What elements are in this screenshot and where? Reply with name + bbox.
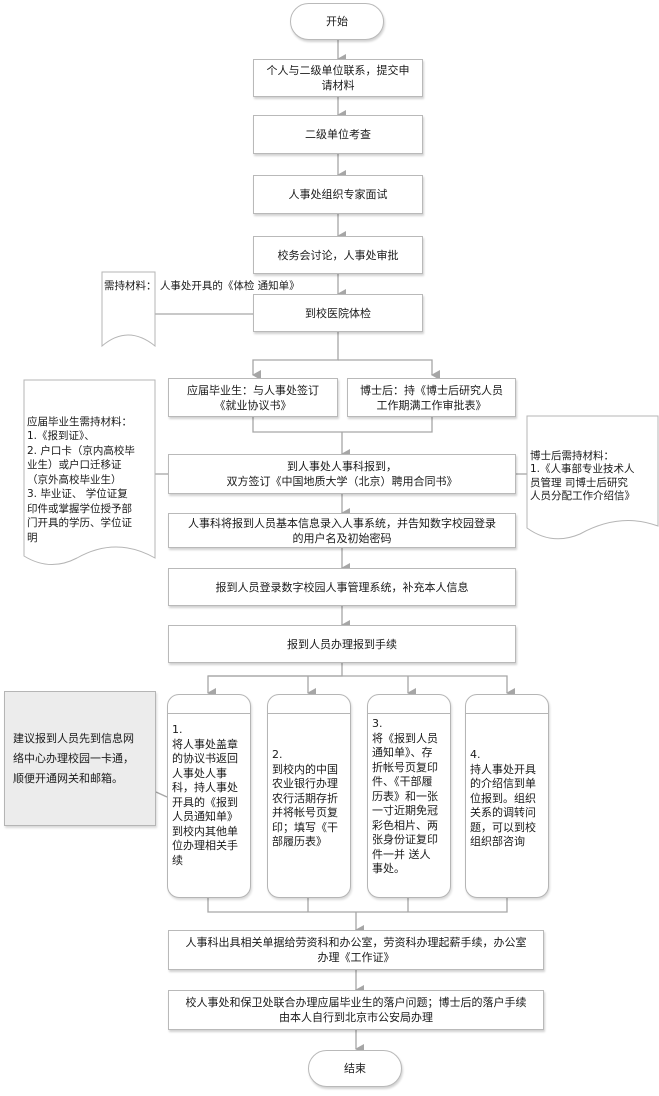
split-line [208,675,515,698]
step-text: 到校医院体检 [305,306,371,320]
note-shape-graduate [23,379,156,565]
procedure-card-2: 2. 到校内的中国 农业银行办理 农行活期存折 并将帐号页复 印；填写《干 部履… [267,694,351,898]
step-report-sign-contract: 到人事处人事科报到， 双方签订《中国地质大学（北京）聘用合同书》 [168,454,516,494]
step-text: 人事科出具相关单据给劳资科和办公室，劳资科办理起薪手续，办公室 办理《工作证》 [185,936,527,964]
step-unit-review: 二级单位考查 [253,115,423,154]
note-text: 应届毕业生需持材料： 1.《报到证》、 2. 户口卡（京内高校毕 业生）或户口迁… [27,415,135,544]
split-line [207,663,343,698]
step-text: 个人与二级单位联系，提交申 请材料 [266,64,410,92]
end-label: 结束 [344,1062,366,1075]
procedure-text: 2. 到校内的中国 农业银行办理 农行活期存折 并将帐号页复 印；填写《干 部履… [272,748,338,848]
note-graduate-materials: 应届毕业生需持材料： 1.《报到证》、 2. 户口卡（京内高校毕 业生）或户口迁… [24,398,158,547]
branch-postdoc: 博士后：持《博士后研究人员 工作期满工作审批表》 [347,378,516,417]
step-login-supplement: 报到人员登录数字校园人事管理系统，补充本人信息 [168,568,516,606]
procedure-text: 4. 持人事处开具 的介绍信到单 位报到。组织 关系的调转问 题，可以到校 组织… [470,748,536,848]
step-text: 报到人员办理报到手续 [287,637,397,651]
end-terminal: 结束 [308,1050,402,1087]
card-header [268,695,350,714]
note-suggestion: 建议报到人员先到信息网 络中心办理校园一卡通， 顺便开通网关和邮箱。 [4,691,156,826]
note-shape-physical-exam [101,271,156,348]
step-household-registration: 校人事处和保卫处联合办理应届毕业生的落户问题；博士后的落户手续 由本人自行到北京… [168,990,544,1030]
start-terminal: 开始 [290,3,384,40]
step-text: 报到人员登录数字校园人事管理系统，补充本人信息 [215,580,469,594]
branch-text: 应届毕业生：与人事处签订 《就业协议书》 [187,383,319,412]
card-header [466,695,548,714]
step-text: 校务会讨论，人事处审批 [277,248,399,262]
branch-text: 博士后：持《博士后研究人员 工作期满工作审批表》 [360,383,503,412]
split-line [338,359,440,380]
card-header [368,695,450,714]
step-text: 二级单位考查 [305,128,371,141]
note-connector [155,791,168,798]
step-text: 到人事处人事科报到， 双方签订《中国地质大学（北京）聘用合同书》 [226,460,458,488]
step-expert-interview: 人事处组织专家面试 [253,175,423,214]
step-payroll-workcard: 人事科出具相关单据给劳资科和办公室，劳资科办理起薪手续，办公室 办理《工作证》 [168,930,544,970]
step-text: 人事处组织专家面试 [288,188,388,201]
note-postdoc-materials: 博士后需持材料： 1.《人事部专业技术人 员管理 司博士后研究 人员分配工作介绍… [527,434,659,506]
step-text: 人事科将报到人员基本信息录入人事系统，并告知数字校园登录 的用户名及初始密码 [188,516,496,545]
split-line [252,332,339,380]
card-header [168,695,250,714]
step-submit-materials: 个人与二级单位联系，提交申 请材料 [253,59,423,97]
step-text: 校人事处和保卫处联合办理应届毕业生的落户问题；博士后的落户手续 由本人自行到北京… [185,996,527,1024]
procedure-card-1: 1. 将人事处盖章 的协议书返回 人事处人事 科，持人事处 开具的《报到 人员通… [167,694,251,898]
start-label: 开始 [326,15,348,28]
procedure-card-3: 3. 将《报到人员 通知单》、存 折帐号页复印 件、《干部履 历表》和一张 一寸… [367,694,451,898]
merge-line [252,417,433,433]
step-report-procedures: 报到人员办理报到手续 [168,625,516,663]
note-physical-exam: 需持材料： 人事处开具的《体检 通知单》 [102,276,300,297]
procedure-card-4: 4. 持人事处开具 的介绍信到单 位报到。组织 关系的调转问 题，可以到校 组织… [465,694,549,898]
note-text: 博士后需持材料： 1.《人事部专业技术人 员管理 司博士后研究 人员分配工作介绍… [530,449,635,503]
procedure-text: 1. 将人事处盖章 的协议书返回 人事处人事 科，持人事处 开具的《报到 人员通… [172,723,238,867]
note-text: 建议报到人员先到信息网 络中心办理校园一卡通， 顺便开通网关和邮箱。 [13,731,134,785]
step-physical-exam: 到校医院体检 [253,294,423,332]
step-enter-system: 人事科将报到人员基本信息录入人事系统，并告知数字校园登录 的用户名及初始密码 [168,513,516,548]
procedure-text: 3. 将《报到人员 通知单》、存 折帐号页复印 件、《干部履 历表》和一张 一寸… [372,717,438,875]
note-text: 需持材料： 人事处开具的《体检 通知单》 [104,280,300,292]
step-approval: 校务会讨论，人事处审批 [253,236,423,274]
branch-graduate: 应届毕业生：与人事处签订 《就业协议书》 [168,378,338,417]
merge-line [207,897,508,913]
note-shape-postdoc [526,415,659,540]
